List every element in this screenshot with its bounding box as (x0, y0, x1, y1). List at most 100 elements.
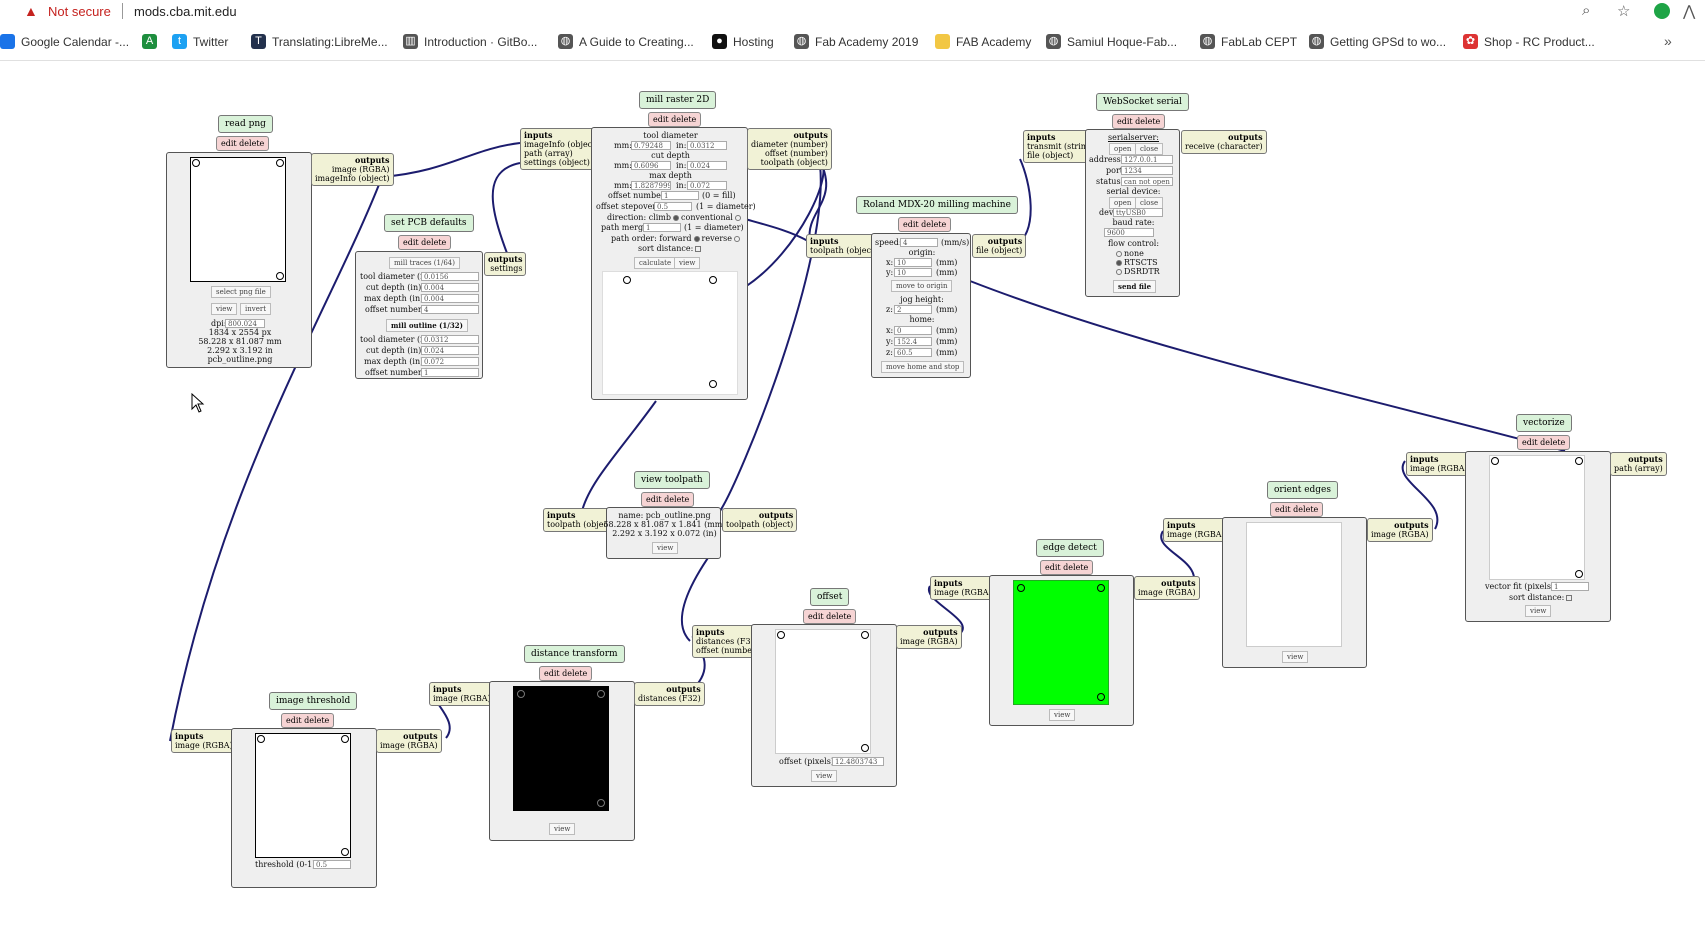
vector-fit-field[interactable]: 1 (1551, 582, 1589, 591)
radio-climb[interactable] (673, 215, 680, 221)
corner-handle[interactable] (597, 799, 605, 807)
view-button[interactable]: view (1282, 651, 1309, 663)
calculate-button[interactable]: calculate (634, 257, 677, 269)
corner-handle[interactable] (341, 848, 349, 856)
path-merge-field[interactable]: 1 (643, 223, 681, 232)
view-button[interactable]: view (1525, 605, 1552, 617)
corner-handle[interactable] (517, 690, 525, 698)
corner-handle[interactable] (1491, 457, 1499, 465)
edit-delete-button[interactable]: edit delete (803, 609, 857, 624)
edit-delete-button[interactable]: edit delete (281, 713, 335, 728)
url-text[interactable]: mods.cba.mit.edu (134, 4, 237, 19)
edit-delete-button[interactable]: edit delete (1517, 435, 1571, 450)
output-port[interactable]: outputs image (RGBA) (1367, 518, 1433, 542)
offset-number-field[interactable]: 1 (661, 191, 699, 200)
input-port[interactable]: inputs image (RGBA) (429, 682, 495, 706)
bookmark-guide[interactable]: ◍A Guide to Creating... (558, 34, 694, 49)
radio-conventional[interactable] (734, 215, 741, 221)
module-title[interactable]: mill raster 2D (639, 91, 717, 109)
max-depth-field[interactable]: 0.072 (421, 357, 479, 366)
bookmark-hosting[interactable]: ●Hosting (712, 34, 774, 49)
corner-handle[interactable] (861, 631, 869, 639)
cut-depth-field[interactable]: 0.004 (421, 283, 479, 292)
threshold-field[interactable]: 0.5 (313, 860, 351, 869)
corner-handle[interactable] (1575, 457, 1583, 465)
module-title[interactable]: Roland MDX-20 milling machine (856, 196, 1018, 214)
radio-rtscts[interactable] (1116, 260, 1122, 266)
input-port[interactable]: inputs image (RGBA) (930, 576, 996, 600)
corner-handle[interactable] (709, 380, 717, 388)
bookmark-fab-academy[interactable]: FAB Academy (935, 34, 1031, 49)
invert-button[interactable]: invert (240, 303, 272, 315)
star-icon[interactable]: ☆ (1617, 3, 1631, 20)
output-port[interactable]: outputs settings (484, 252, 527, 276)
send-file-button[interactable]: send file (1113, 280, 1157, 293)
input-port[interactable]: inputs image (RGBA) (1163, 518, 1229, 542)
radio-reverse[interactable] (734, 236, 741, 242)
module-title[interactable]: edge detect (1036, 539, 1104, 557)
max-depth-in[interactable]: 0.072 (687, 181, 727, 190)
module-title[interactable]: view toolpath (634, 471, 710, 489)
tool-diameter-in[interactable]: 0.0312 (687, 141, 727, 150)
tool-diameter-mm[interactable]: 0.79248 (631, 141, 671, 150)
input-port[interactable]: inputs image (RGBA) (171, 729, 237, 753)
bookmark-fab-academy-2019[interactable]: ◍Fab Academy 2019 (794, 34, 918, 49)
view-button[interactable]: view (652, 542, 679, 554)
view-button[interactable]: view (811, 770, 838, 782)
home-y-field[interactable]: 152.4 (894, 337, 932, 346)
view-button[interactable]: view (549, 823, 576, 835)
home-z-field[interactable]: 60.5 (894, 348, 932, 357)
output-port[interactable]: outputs image (RGBA) (896, 625, 962, 649)
mill-traces-button[interactable]: mill traces (1/64) (389, 257, 460, 269)
radio-dsrdtr[interactable] (1116, 269, 1122, 275)
close-button[interactable]: close (1135, 143, 1164, 155)
tool-diameter-field[interactable]: 0.0312 (421, 335, 479, 344)
profile-icon[interactable] (1654, 3, 1670, 19)
radio-forward[interactable] (693, 236, 700, 242)
origin-y-field[interactable]: 10 (894, 268, 932, 277)
corner-handle[interactable] (192, 159, 200, 167)
tool-diameter-field[interactable]: 0.0156 (421, 272, 479, 281)
jog-z-field[interactable]: 2 (894, 305, 932, 314)
corner-handle[interactable] (276, 272, 284, 280)
input-port[interactable]: inputs imageInfo (object) path (array) s… (520, 128, 603, 170)
module-title[interactable]: orient edges (1267, 481, 1338, 499)
offset-stepover-field[interactable]: 0.5 (654, 202, 692, 211)
speed-field[interactable]: 4 (900, 238, 938, 247)
move-to-origin-button[interactable]: move to origin (891, 280, 953, 292)
module-title[interactable]: set PCB defaults (384, 214, 474, 232)
module-title[interactable]: read png (218, 115, 273, 133)
output-port[interactable]: outputs diameter (number) offset (number… (747, 128, 832, 170)
corner-handle[interactable] (341, 735, 349, 743)
corner-handle[interactable] (1097, 693, 1105, 701)
sort-distance-checkbox[interactable] (695, 246, 702, 252)
bookmark-samiul[interactable]: ◍Samiul Hoque-Fab... (1046, 34, 1177, 49)
home-x-field[interactable]: 0 (894, 326, 932, 335)
max-depth-mm[interactable]: 1.82879999 (631, 181, 671, 190)
move-home-button[interactable]: move home and stop (881, 361, 965, 373)
bookmark-app[interactable]: A (142, 34, 163, 49)
menu-icon[interactable]: ⋀ (1683, 3, 1696, 20)
corner-handle[interactable] (1097, 584, 1105, 592)
module-title[interactable]: distance transform (524, 645, 625, 663)
cut-depth-mm[interactable]: 0.6096 (631, 161, 671, 170)
edit-delete-button[interactable]: edit delete (398, 235, 452, 250)
edit-delete-button[interactable]: edit delete (216, 136, 270, 151)
output-port[interactable]: outputs image (RGBA) (376, 729, 442, 753)
corner-handle[interactable] (709, 276, 717, 284)
module-title[interactable]: vectorize (1516, 414, 1572, 432)
bookmark-rc-shop[interactable]: ✿Shop - RC Product... (1463, 34, 1595, 49)
module-title[interactable]: offset (810, 588, 850, 606)
offset-number-field[interactable]: 1 (421, 368, 479, 377)
output-port[interactable]: outputs path (array) (1610, 452, 1667, 476)
output-port[interactable]: outputs distances (F32) (634, 682, 705, 706)
edit-delete-button[interactable]: edit delete (1040, 560, 1094, 575)
offset-number-field[interactable]: 4 (421, 305, 479, 314)
port-field[interactable]: 1234 (1121, 166, 1173, 175)
origin-x-field[interactable]: 10 (894, 258, 932, 267)
corner-handle[interactable] (597, 690, 605, 698)
edit-delete-button[interactable]: edit delete (898, 217, 952, 232)
view-button[interactable]: view (1049, 709, 1076, 721)
zoom-icon[interactable]: ⌕ (1582, 2, 1591, 19)
